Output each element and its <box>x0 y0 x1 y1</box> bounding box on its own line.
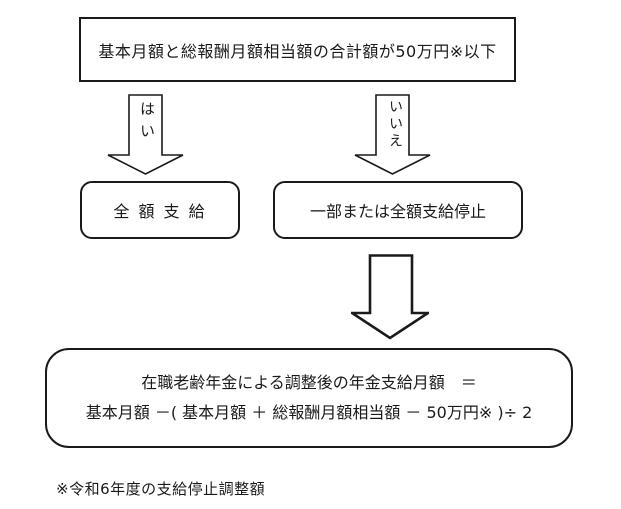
partial-or-full-stop-result-text: 一部または全額支給停止 <box>309 202 486 221</box>
condition-box-text: 基本月額と総報酬月額相当額の合計額が50万円※以下 <box>98 41 497 61</box>
no-branch-down-arrow-icon <box>354 94 431 175</box>
formula-line-2: 基本月額 －( 基本月額 ＋ 総報酬月額相当額 － 50万円※ )÷ 2 <box>85 403 533 422</box>
no-branch-label: いいえ <box>387 99 403 150</box>
condition-box: 基本月額と総報酬月額相当額の合計額が50万円※以下 <box>79 17 516 82</box>
result-flow-down-arrow-icon <box>351 254 429 340</box>
adjusted-pension-formula-box: 在職老齢年金による調整後の年金支給月額 ＝ 基本月額 －( 基本月額 ＋ 総報酬… <box>45 348 573 448</box>
footnote: ※令和6年度の支給停止調整額 <box>56 480 266 498</box>
yes-branch-down-arrow-icon <box>107 94 184 175</box>
full-payment-result-box: 全 額 支 給 <box>80 181 240 239</box>
full-payment-result-text: 全 額 支 給 <box>113 202 207 221</box>
formula-line-1: 在職老齢年金による調整後の年金支給月額 ＝ <box>141 373 477 392</box>
yes-branch-label: はい <box>138 101 156 145</box>
partial-or-full-stop-result-box: 一部または全額支給停止 <box>273 181 523 239</box>
